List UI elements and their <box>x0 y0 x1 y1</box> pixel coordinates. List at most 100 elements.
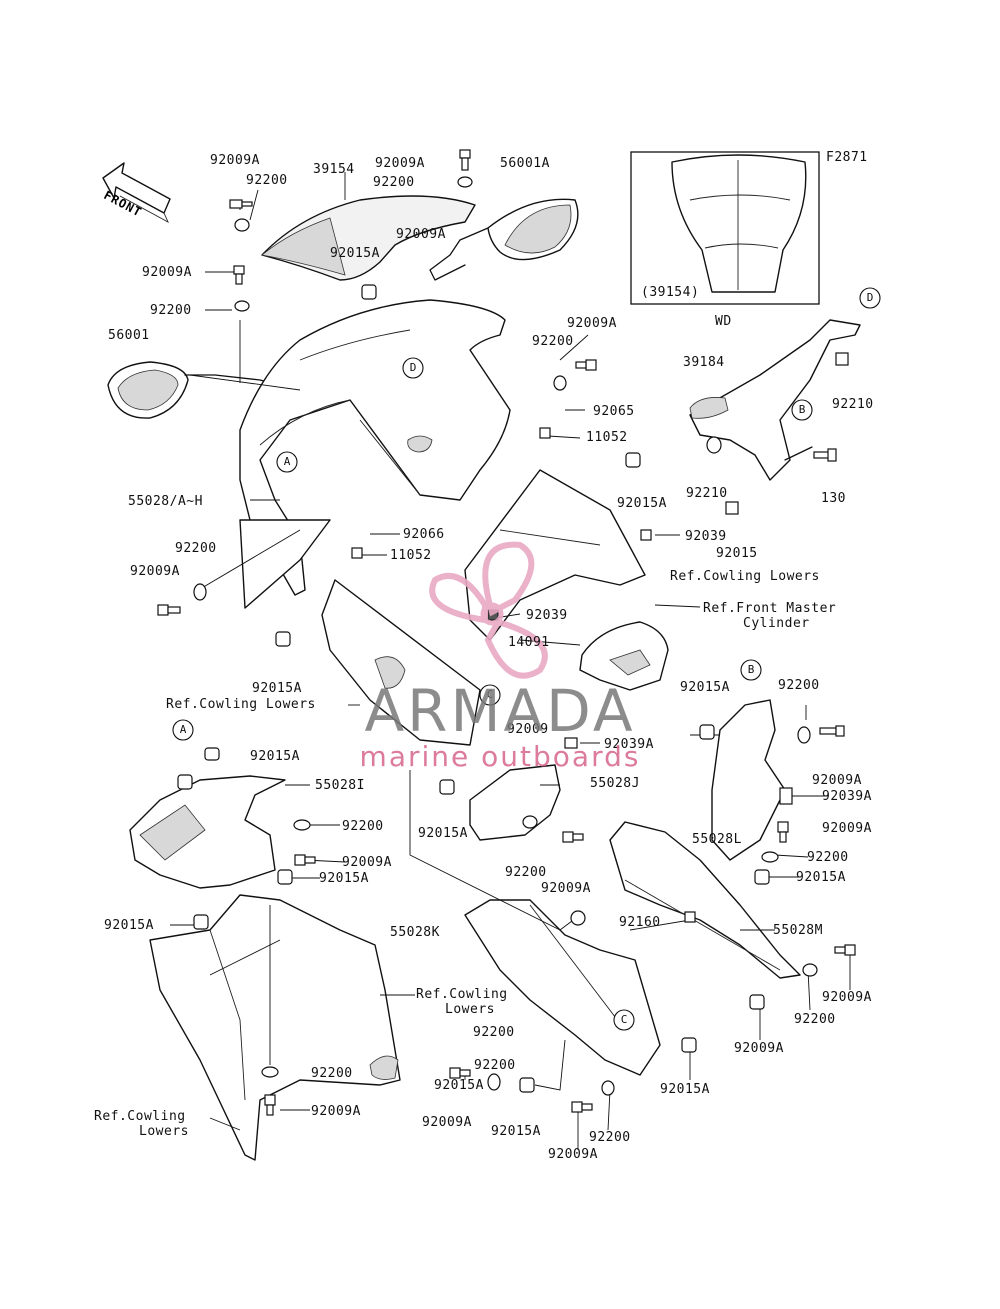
nut-icon <box>684 911 696 923</box>
bolt-icon <box>459 149 471 171</box>
part-label: Lowers <box>445 1002 495 1017</box>
part-label: 92200 <box>807 850 849 865</box>
part-label: 92200 <box>175 541 217 556</box>
bolt-icon <box>233 265 245 285</box>
nut-icon <box>539 427 551 439</box>
washer-icon <box>234 218 250 232</box>
part-label: 92015A <box>418 826 468 841</box>
upper-cowling-55028 <box>239 299 511 596</box>
part-label: 92015A <box>491 1124 541 1139</box>
washer-icon <box>797 726 811 744</box>
part-label: 92015A <box>434 1078 484 1093</box>
part-label: 130 <box>821 491 846 506</box>
part-label: 92009A <box>822 821 872 836</box>
inset-wd-box <box>630 151 820 305</box>
part-label: 39184 <box>683 355 725 370</box>
grommet-icon <box>361 284 377 300</box>
part-label: 92200 <box>589 1130 631 1145</box>
part-label: 92015A <box>104 918 154 933</box>
part-label: 92160 <box>619 915 661 930</box>
grommet-icon <box>754 869 770 885</box>
part-label: 55028J <box>590 776 640 791</box>
nut-icon <box>779 787 793 805</box>
windscreen-39154 <box>261 195 476 281</box>
washer-icon <box>706 436 722 454</box>
part-label: 92009A <box>142 265 192 280</box>
ref-marker-d: D <box>409 361 417 374</box>
inset-part-label: (39154) <box>641 285 700 300</box>
part-label: 92200 <box>150 303 192 318</box>
part-label: 55028/A~H <box>128 494 203 509</box>
part-label: 55028M <box>773 923 823 938</box>
washer-icon <box>601 1080 615 1096</box>
mirror-56001a <box>429 198 579 281</box>
side-panel-lower-left <box>149 894 401 1161</box>
panel-55028j <box>469 764 561 841</box>
part-label: 92009A <box>812 773 862 788</box>
part-label: 92200 <box>246 173 288 188</box>
nut-icon <box>835 352 849 366</box>
panel-55028m <box>609 821 801 979</box>
grommet-icon <box>275 631 291 647</box>
ref-marker-a: A <box>179 723 187 736</box>
bolt-icon <box>294 854 316 866</box>
nut-icon <box>725 501 739 515</box>
bolt-icon <box>264 1094 276 1116</box>
part-label: 92066 <box>403 527 445 542</box>
part-label: 56001 <box>108 328 150 343</box>
part-label: 92200 <box>473 1025 515 1040</box>
part-label: 92009A <box>130 564 180 579</box>
reference-markers <box>172 287 881 1031</box>
part-label: Ref.Cowling <box>416 987 508 1002</box>
part-label: 92009A <box>210 153 260 168</box>
side-cowling-left <box>239 519 481 746</box>
part-label: 92015A <box>252 681 302 696</box>
part-label: 14091 <box>508 635 550 650</box>
part-label: 92015A <box>680 680 730 695</box>
part-label: 92200 <box>474 1058 516 1073</box>
nut-icon <box>351 547 363 559</box>
part-label: 92009A <box>422 1115 472 1130</box>
ref-marker-b: B <box>798 403 806 416</box>
nut-icon <box>564 737 578 749</box>
part-label: 92009 <box>507 722 549 737</box>
part-label: 92015A <box>250 749 300 764</box>
part-label: 92009A <box>396 227 446 242</box>
washer-icon <box>193 583 207 601</box>
washer-icon <box>522 815 538 829</box>
part-label: 92009A <box>375 156 425 171</box>
grommet-icon <box>625 452 641 468</box>
grommet-icon <box>177 774 193 790</box>
bolt-icon <box>834 944 856 956</box>
bolt-icon <box>562 831 584 843</box>
part-label: 92015A <box>617 496 667 511</box>
cover-14091 <box>579 621 669 691</box>
part-label: 92200 <box>532 334 574 349</box>
armada-logo-icon <box>429 541 548 679</box>
grommet-icon <box>749 994 765 1010</box>
part-label: 92009A <box>342 855 392 870</box>
part-label: Ref.Cowling Lowers <box>670 569 820 584</box>
washer-icon <box>802 963 818 977</box>
ref-marker-c: C <box>486 688 494 701</box>
part-label: 55028L <box>692 832 742 847</box>
part-label: Ref.Cowling Lowers <box>166 697 316 712</box>
part-label: 92200 <box>342 819 384 834</box>
part-label: 39154 <box>313 162 355 177</box>
part-label: Ref.Cowling <box>94 1109 186 1124</box>
part-label: 92210 <box>686 486 728 501</box>
part-label: 56001A <box>500 156 550 171</box>
ref-marker-d: D <box>866 291 874 304</box>
front-arrow-icon <box>102 162 171 224</box>
part-label: 92015 <box>716 546 758 561</box>
part-label: 92015A <box>660 1082 710 1097</box>
bolt-icon <box>229 199 253 209</box>
bolt-icon <box>449 1067 471 1079</box>
part-label: 92210 <box>832 397 874 412</box>
grommet-icon <box>681 1037 697 1053</box>
part-label: 92039A <box>604 737 654 752</box>
ref-marker-a: A <box>283 455 291 468</box>
part-label: 92200 <box>778 678 820 693</box>
